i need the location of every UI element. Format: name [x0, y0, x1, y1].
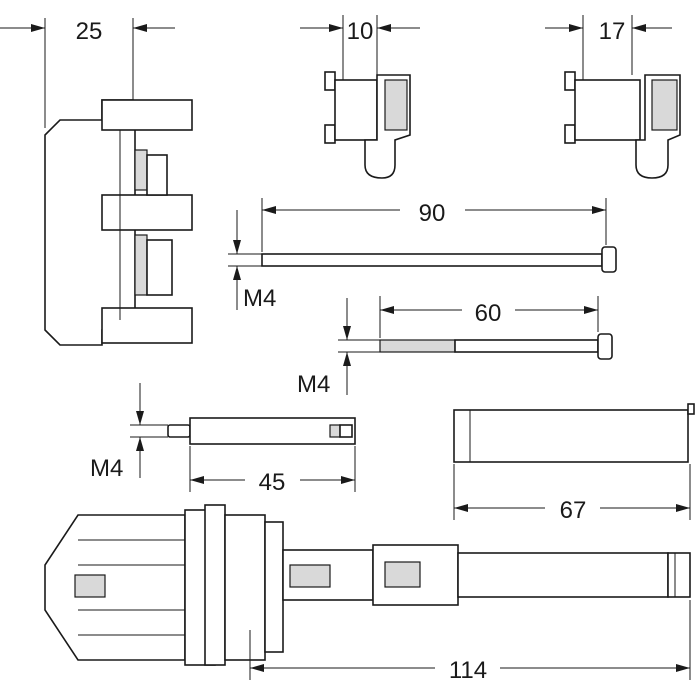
m4-label-rod-60: M4: [297, 371, 330, 398]
rod-60: [338, 296, 613, 395]
m4-label-extension: M4: [90, 455, 123, 482]
dim-25-label: 25: [76, 18, 103, 45]
bracket-large: [545, 15, 681, 179]
dim-67-label: 67: [560, 497, 587, 524]
rod-90: [228, 198, 617, 310]
sleeve-67: [453, 403, 695, 520]
bracket-small: [300, 15, 420, 179]
dim-10-label: 10: [347, 18, 374, 45]
m4-label-rod-90: M4: [243, 285, 276, 312]
valve-assembly: [44, 504, 691, 680]
dim-60-label: 60: [475, 300, 502, 327]
dim-90-label: 90: [419, 200, 446, 227]
dim-45-label: 45: [259, 469, 286, 496]
dim-17-label: 17: [599, 18, 626, 45]
dim-114-label: 114: [449, 657, 487, 684]
mounting-clip: [0, 18, 193, 346]
extension-45: [130, 383, 356, 492]
